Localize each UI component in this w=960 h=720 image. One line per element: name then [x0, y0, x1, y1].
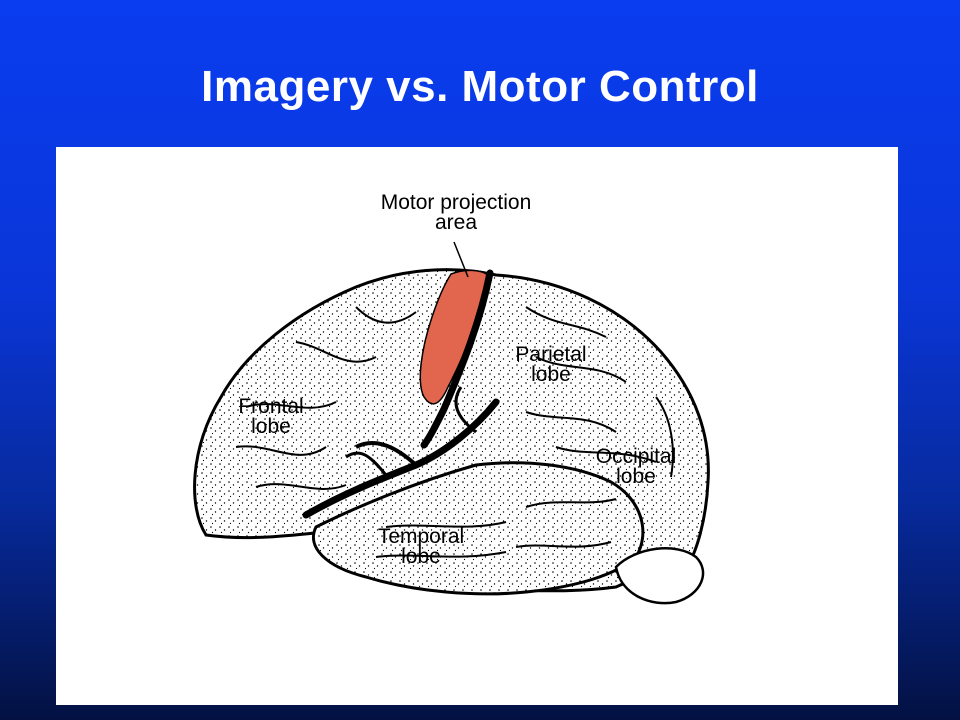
- brain-illustration: [193, 268, 710, 605]
- label-parietal-lobe: Parietal lobe: [515, 343, 587, 386]
- gyri-folds: [235, 306, 674, 558]
- label-temporal-lobe: Temporal lobe: [377, 525, 465, 568]
- central-sulcus: [420, 269, 494, 449]
- label-frontal-lobe: Frontal lobe: [238, 395, 304, 438]
- label-motor-projection-area: Motor projection area: [380, 191, 532, 234]
- brain-diagram-panel: Motor projection area Parietal lobe Fron…: [56, 147, 898, 705]
- label-occipital-lobe: Occipital lobe: [595, 445, 677, 488]
- cerebellum: [614, 547, 705, 605]
- slide-title: Imagery vs. Motor Control: [201, 62, 759, 111]
